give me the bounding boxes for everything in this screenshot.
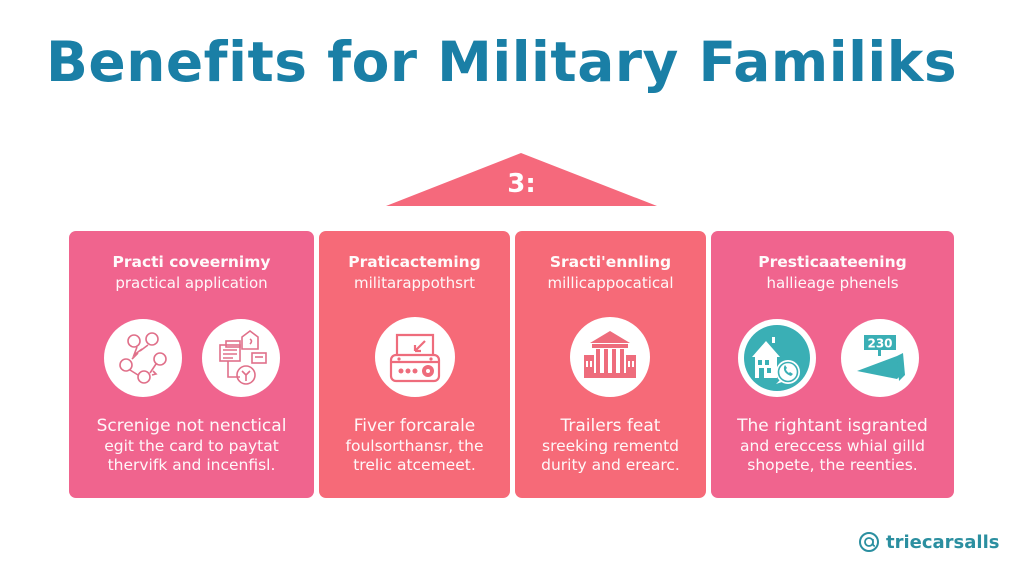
card-body-line: durity and erearc. (541, 456, 680, 474)
card-body: The rightant isgranted and ereccess whia… (711, 416, 954, 476)
card-body-line: trelic atcemeet. (353, 456, 476, 474)
people-network-icon (104, 319, 182, 397)
card-body-line: Fiver forcarale (353, 416, 476, 436)
triangle-label: 3: (507, 169, 536, 199)
card-title: Practi coveernimy (112, 253, 271, 271)
benefit-card-2: Praticacteming militarappothsrt Fiver fo… (319, 231, 510, 498)
card-body-line: Trailers feat (560, 416, 661, 436)
benefit-card-3: Sracti'ennling millicappocatical (515, 231, 706, 498)
radio-device-icon (375, 317, 455, 397)
card-body-line: thervifk and incenfisl. (107, 456, 276, 474)
page-title: Benefits for Military Familiks (46, 30, 958, 94)
social-handle[interactable]: triecarsalls (858, 529, 999, 555)
card-body-line: The rightant isgranted (737, 416, 928, 436)
card-body-line: egit the card to paytat (104, 436, 279, 455)
card-subtitle: practical application (115, 274, 268, 292)
card-body-line: sreeking rementd (542, 436, 679, 455)
card-subtitle: hallieage phenels (766, 274, 899, 292)
card-body: Trailers feat sreeking rementd durity an… (515, 416, 706, 476)
house-phone-icon (738, 319, 816, 397)
megaphone-sign-icon: 230 (841, 319, 919, 397)
card-body-line: foulsorthansr, the (345, 436, 484, 455)
government-building-icon (570, 317, 650, 397)
card-body-line: and ereccess whial gilld (740, 436, 925, 455)
card-title: Sracti'ennling (549, 253, 672, 271)
documents-clock-icon (202, 319, 280, 397)
card-subtitle: militarappothsrt (353, 274, 476, 292)
benefit-card-4: Presticaateening hallieage phenels (711, 231, 954, 498)
benefit-card-1: Practi coveernimy practical application (69, 231, 314, 498)
card-body-line: Screnige not nenctical (96, 416, 287, 436)
card-body-line: shopete, the reenties. (747, 456, 918, 474)
triangle-shape (386, 153, 657, 206)
card-body: Screnige not nenctical egit the card to … (69, 416, 314, 476)
card-subtitle: millicappocatical (547, 274, 674, 292)
card-title: Praticacteming (348, 253, 481, 271)
handle-text: triecarsalls (886, 531, 1000, 553)
at-icon (859, 532, 879, 552)
sign-number: 230 (867, 337, 892, 351)
card-body: Fiver forcarale foulsorthansr, the treli… (319, 416, 510, 476)
triangle-pointer: 3: (386, 152, 657, 207)
card-title: Presticaateening (758, 253, 907, 271)
